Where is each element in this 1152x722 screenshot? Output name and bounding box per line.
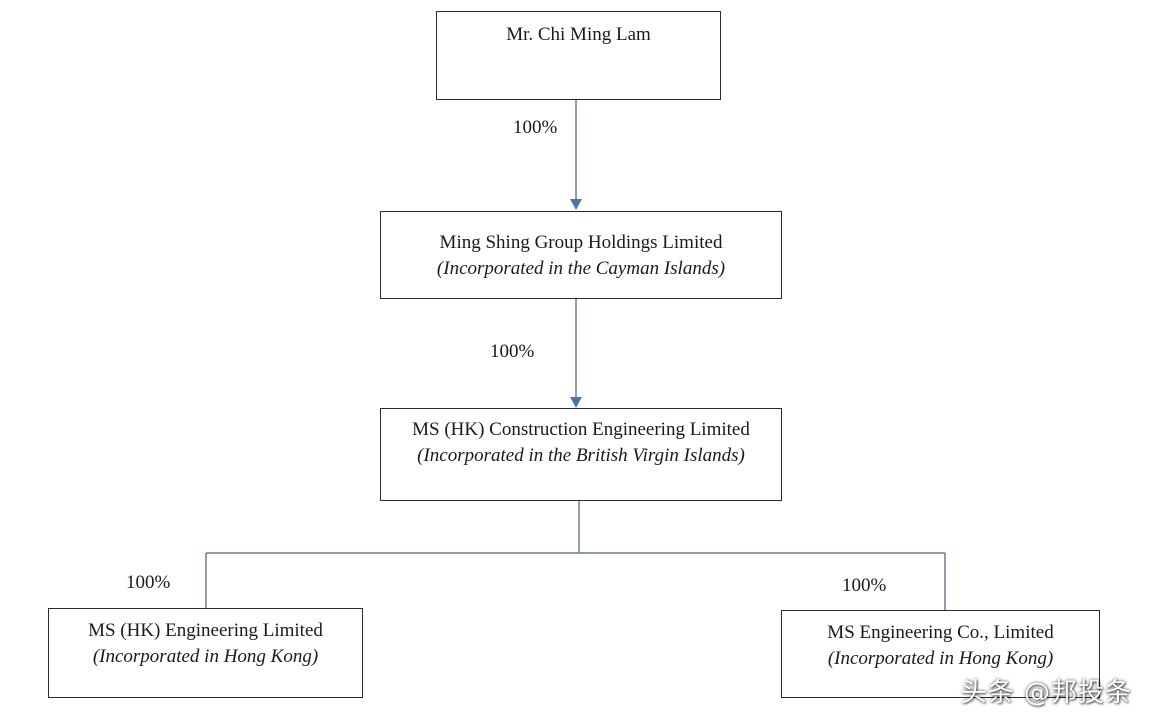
watermark: 头条 @邦投条: [960, 678, 1132, 708]
node-holdings: Ming Shing Group Holdings Limited (Incor…: [380, 211, 782, 299]
owner-name: Mr. Chi Ming Lam: [506, 24, 651, 45]
hk-engineering-name: MS (HK) Engineering Limited: [88, 620, 323, 641]
holdings-name: Ming Shing Group Holdings Limited: [439, 232, 723, 253]
node-owner: Mr. Chi Ming Lam: [436, 11, 721, 100]
node-construction: MS (HK) Construction Engineering Limited…: [380, 408, 782, 501]
ownership-label-holdings: 100%: [513, 117, 558, 138]
ownership-label-hk-engineering: 100%: [126, 572, 171, 593]
ms-engineering-incorporation: (Incorporated in Hong Kong): [827, 648, 1054, 669]
arrow-head-construction: [570, 397, 582, 408]
holdings-incorporation: (Incorporated in the Cayman Islands): [436, 258, 726, 279]
construction-name: MS (HK) Construction Engineering Limited: [412, 419, 750, 440]
hk-engineering-incorporation: (Incorporated in Hong Kong): [92, 646, 319, 667]
construction-incorporation: (Incorporated in the British Virgin Isla…: [417, 445, 745, 466]
ownership-label-ms-engineering: 100%: [842, 575, 887, 596]
node-ms-engineering: MS Engineering Co., Limited (Incorporate…: [781, 610, 1100, 698]
ms-engineering-name: MS Engineering Co., Limited: [827, 622, 1054, 643]
node-hk-engineering: MS (HK) Engineering Limited (Incorporate…: [48, 608, 363, 698]
arrow-head-holdings: [570, 199, 582, 210]
ownership-label-construction: 100%: [490, 341, 535, 362]
